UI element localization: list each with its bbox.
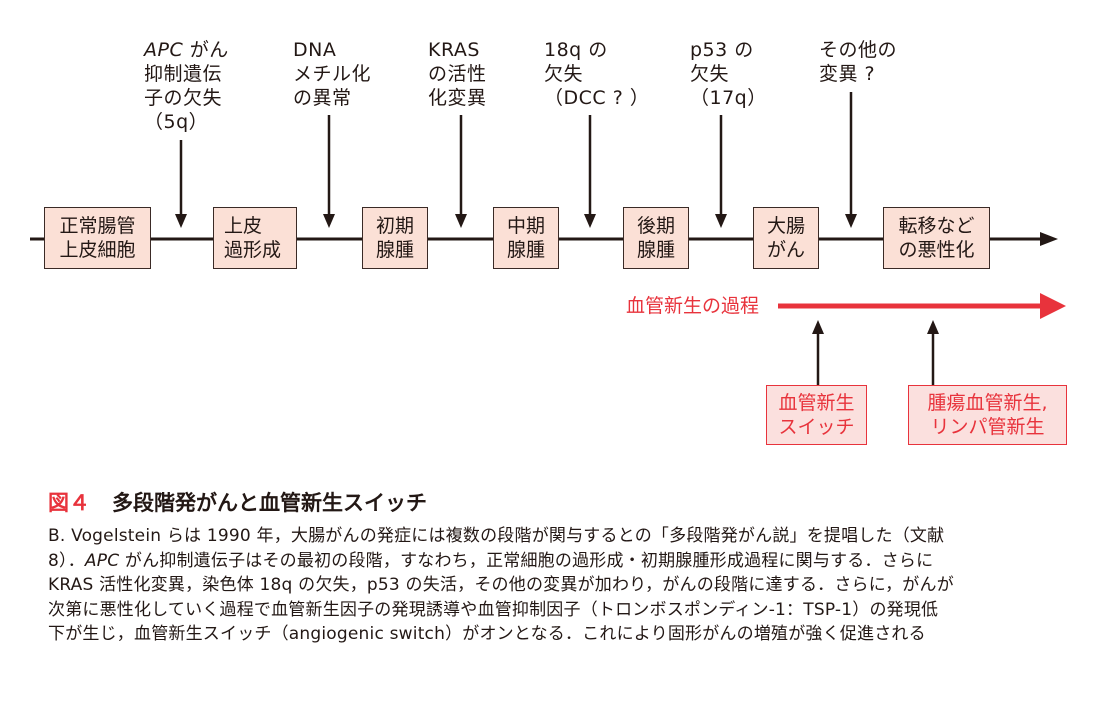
- stage-normal-epithelium: 正常腸管 上皮細胞: [44, 207, 151, 269]
- mutation-arrow-other: [845, 92, 857, 228]
- mutation-label-18q: 18q の 欠失 （DCC ? ）: [544, 39, 650, 109]
- caption-body: B. Vogelstein らは 1990 年，大腸がんの発症には複数の段階が関…: [48, 524, 1078, 647]
- stage-metastasis: 転移など の悪性化: [883, 207, 990, 269]
- progression-arrowhead: [1040, 232, 1058, 246]
- mutation-label-apc: APC がん 抑制遺伝 子の欠失 （5q）: [144, 39, 229, 133]
- mutation-arrow-18q: [584, 115, 596, 228]
- figure-caption: 図４ 多段階発がんと血管新生スイッチ B. Vogelstein らは 1990 …: [48, 488, 1078, 647]
- angiogenic-switch-arrow: [812, 320, 824, 385]
- caption-line: 下が生じ，血管新生スイッチ（angiogenic switch）がオンとなる．こ…: [48, 624, 926, 644]
- caption-line: 次第に悪性化していく過程で血管新生因子の発現誘導や血管抑制因子（トロンボスポンデ…: [48, 599, 939, 620]
- angiogenesis-process-label: 血管新生の過程: [626, 295, 760, 317]
- mutation-label-kras: KRAS の活性 化変異: [428, 39, 487, 109]
- angiogenesis-process-arrowhead: [1040, 293, 1066, 319]
- mutation-arrow-p53: [715, 115, 727, 228]
- figure-title: 多段階発がんと血管新生スイッチ: [112, 491, 427, 515]
- mutation-label-p53: p53 の 欠失 （17q）: [690, 39, 767, 109]
- stage-intermediate-adenoma: 中期 腺腫: [493, 207, 559, 269]
- stage-colorectal-cancer: 大腸 がん: [753, 207, 819, 269]
- mutation-arrow-apc: [175, 140, 187, 228]
- mutation-label-dna-methylation: DNA メチル化 の異常: [293, 39, 372, 109]
- figure-number: 図４: [48, 491, 90, 515]
- multistep-carcinogenesis-diagram: APC がん 抑制遺伝 子の欠失 （5q） DNA メチル化 の異常 KRAS …: [30, 39, 1067, 445]
- mutation-arrow-kras: [455, 115, 467, 228]
- caption-title: 図４ 多段階発がんと血管新生スイッチ: [48, 488, 1078, 518]
- caption-line: KRAS 活性化変異，染色体 18q の欠失，p53 の失活，その他の変異が加わ…: [48, 575, 954, 595]
- caption-line: B. Vogelstein らは 1990 年，大腸がんの発症には複数の段階が関…: [48, 526, 945, 546]
- angiogenic-switch-box: 血管新生 スイッチ: [766, 385, 867, 445]
- tumor-angiogenesis-arrow: [927, 320, 939, 385]
- stage-hyperplasia: 上皮 過形成: [213, 207, 297, 269]
- mutation-label-other: その他の 変異 ?: [819, 39, 898, 85]
- stage-early-adenoma: 初期 腺腫: [362, 207, 428, 269]
- tumor-lymph-angiogenesis-box: 腫瘍血管新生, リンパ管新生: [908, 385, 1067, 445]
- mutation-arrow-dna-methylation: [323, 115, 335, 228]
- stage-late-adenoma: 後期 腺腫: [623, 207, 689, 269]
- caption-line: 8）．APC がん抑制遺伝子はその最初の段階，すなわち，正常細胞の過形成・初期腺…: [48, 550, 934, 571]
